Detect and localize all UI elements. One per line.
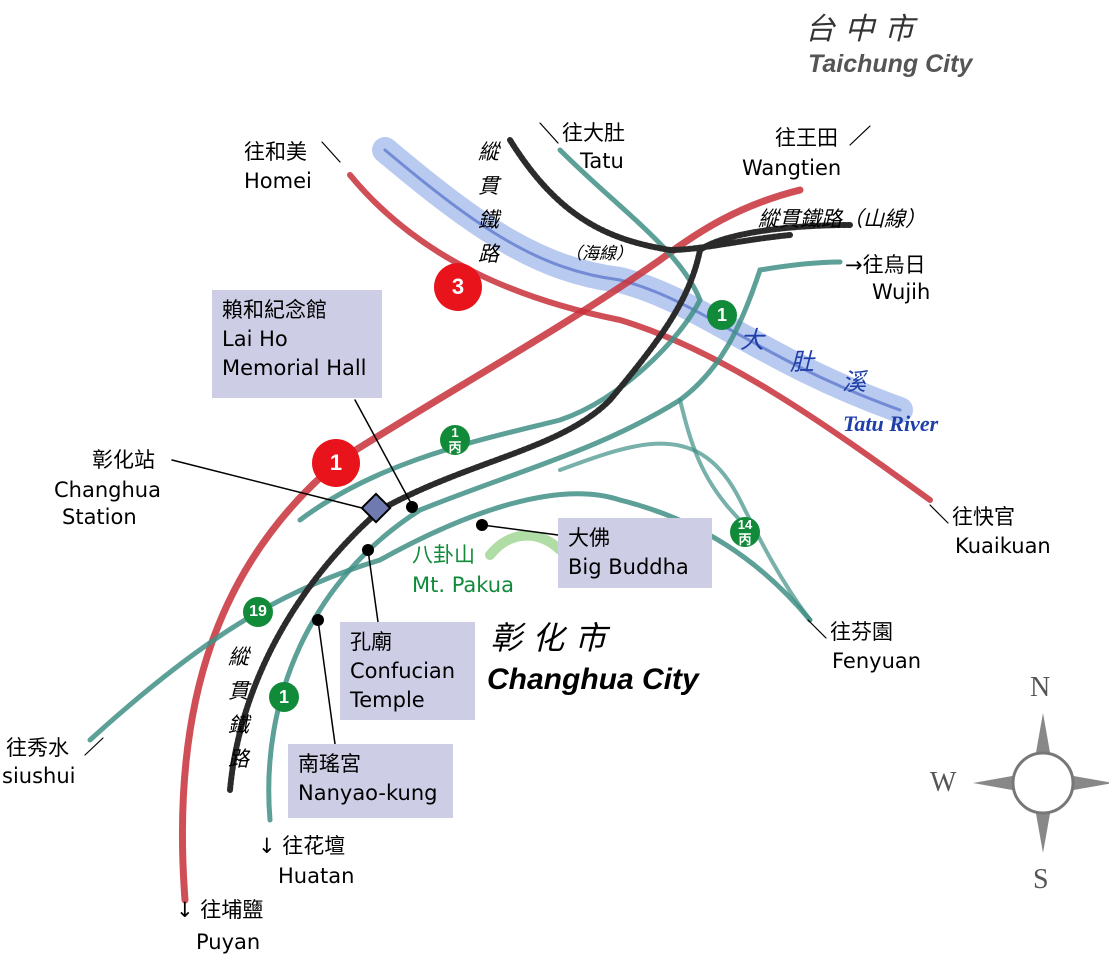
station-en-1: Changhua	[54, 478, 161, 502]
south-railway-label: 縱貫鐵路	[228, 645, 249, 771]
pointer-laiho	[354, 399, 413, 506]
kuaikuan-zh: 往快官	[952, 505, 1015, 529]
puyan-en: Puyan	[196, 930, 261, 954]
nanyao-en: Nanyao-kung	[298, 781, 438, 805]
mt-pakua-hill	[485, 530, 565, 560]
compass-n: N	[1030, 672, 1051, 703]
city-zh: 彰 化 市	[490, 619, 607, 657]
pointer-station	[171, 459, 363, 509]
laiho-dot	[406, 501, 418, 513]
laiho-en-2: Memorial Hall	[222, 356, 367, 380]
wujih-en: Wujih	[872, 280, 931, 304]
arrow-fenyuan	[807, 619, 827, 639]
road-14c	[558, 441, 812, 622]
sea-line-suffix: （海線）	[565, 244, 633, 264]
station-icon	[360, 492, 392, 524]
compass-rose-icon	[973, 713, 1109, 853]
buddha-en: Big Buddha	[568, 555, 689, 579]
highway-1	[178, 186, 804, 904]
landmark-dots	[312, 501, 488, 626]
fenyuan-en: Fenyuan	[832, 649, 922, 673]
confucian-zh: 孔廟	[350, 630, 392, 654]
route-1c-sub: 丙	[448, 440, 462, 455]
route-14c-num: 14	[737, 517, 753, 532]
pointer-nanyao	[317, 619, 336, 745]
taichung-en: Taichung City	[808, 50, 973, 78]
compass-s: S	[1033, 864, 1049, 895]
taichung-zh: 台 中 市	[805, 12, 915, 47]
wujih-zh: →往烏日	[845, 253, 926, 277]
tatu-river-core	[383, 148, 902, 412]
wangtien-zh: 往王田	[775, 126, 838, 150]
homei-zh: 往和美	[244, 140, 307, 164]
pointer-confucian	[367, 549, 379, 623]
route-14c-sub: 丙	[738, 532, 752, 547]
road-19	[87, 491, 813, 743]
homei-en: Homei	[244, 169, 312, 193]
road-1c	[266, 259, 843, 823]
confucian-label: 孔廟 Confucian Temple	[340, 622, 475, 720]
railway-sea-line	[507, 137, 793, 254]
route-1-red-badge: 1	[316, 443, 356, 483]
route-1c-num: 1	[451, 425, 459, 440]
highway-3	[347, 172, 933, 503]
river-zh-2: 肚	[790, 348, 814, 376]
river-en: Tatu River	[843, 411, 939, 436]
laiho-label: 賴和紀念館 Lai Ho Memorial Hall	[212, 290, 382, 398]
mountain-zh: 八卦山	[412, 543, 475, 567]
sea-line-label: 縱貫鐵路	[478, 140, 499, 266]
confucian-en-2: Temple	[350, 688, 425, 712]
compass-w: W	[930, 767, 957, 798]
wangtien-en: Wangtien	[742, 156, 842, 180]
road-east	[678, 398, 742, 522]
siushui-en: siushui	[2, 764, 76, 788]
tatu-en: Tatu	[580, 149, 624, 173]
route-3-badge: 3	[438, 267, 478, 307]
arrow-tatu	[539, 122, 559, 144]
nanyao-zh: 南瑤宮	[298, 752, 361, 776]
tatu-zh: 往大肚	[562, 121, 625, 145]
river-zh-1: 大	[740, 326, 764, 354]
confucian-dot	[362, 544, 374, 556]
station-en-2: Station	[62, 505, 137, 529]
pointer-buddha	[481, 524, 559, 536]
siushui-zh: 往秀水	[6, 736, 69, 760]
nanyao-dot	[312, 614, 324, 626]
kuaikuan-en: Kuaikuan	[955, 534, 1051, 558]
arrow-siushui	[84, 737, 104, 756]
arrow-homei	[321, 141, 341, 163]
arrow-kuaikuan	[929, 504, 949, 524]
laiho-en-1: Lai Ho	[222, 327, 288, 351]
route-1-ne-badge: 1	[707, 300, 737, 330]
arrow-wangtien	[849, 125, 871, 146]
confucian-en-1: Confucian	[350, 659, 456, 683]
puyan-zh: ↓ 往埔鹽	[176, 898, 264, 922]
route-19-badge: 19	[243, 597, 273, 627]
city-en: Changhua City	[487, 663, 699, 696]
nanyao-label: 南瑤宮 Nanyao-kung	[288, 744, 453, 818]
buddha-zh: 大佛	[568, 526, 610, 550]
fenyuan-zh: 往芬園	[830, 620, 893, 644]
mountain-en: Mt. Pakua	[412, 573, 514, 597]
mountain-line-label: 縱貫鐵路（山線）	[758, 207, 926, 231]
buddha-label: 大佛 Big Buddha	[558, 518, 712, 588]
station-zh: 彰化站	[92, 448, 155, 472]
huatan-zh: ↓ 往花壇	[258, 834, 346, 858]
huatan-en: Huatan	[278, 864, 355, 888]
route-1-sw-badge: 1	[269, 682, 299, 712]
road-1-north	[297, 147, 703, 523]
laiho-zh: 賴和紀念館	[222, 298, 327, 322]
river-zh-3: 溪	[842, 368, 866, 396]
buddha-dot	[476, 519, 488, 531]
